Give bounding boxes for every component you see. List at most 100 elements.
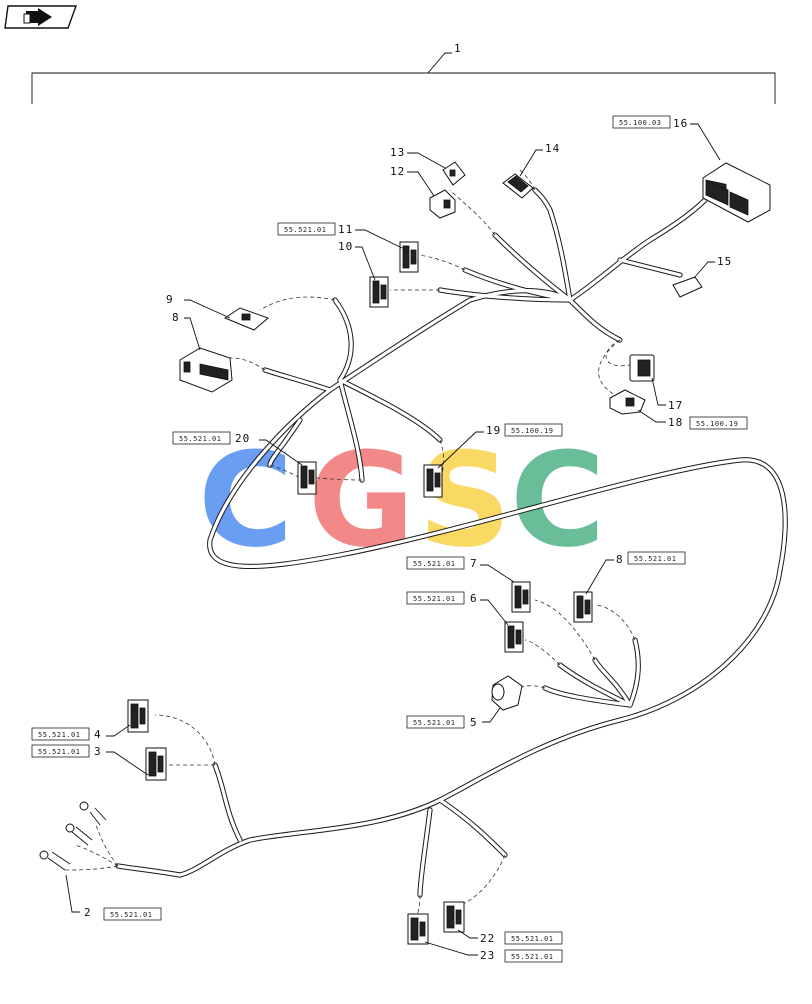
wire-segment-core xyxy=(593,658,632,707)
connector-8[interactable] xyxy=(573,591,593,623)
connector-16[interactable] xyxy=(702,162,771,223)
ref-box[interactable]: 55.521.01 xyxy=(406,556,465,570)
wire-segment-core xyxy=(263,368,332,392)
ref-text: 55.100.19 xyxy=(511,427,553,435)
callout-number: 18 xyxy=(668,416,683,429)
ref-text: 55.100.03 xyxy=(619,119,661,127)
wire-core xyxy=(116,188,787,897)
callout-number: 8 xyxy=(172,311,180,324)
ref-text: 55.100.19 xyxy=(696,420,738,428)
connector-7[interactable] xyxy=(511,581,531,613)
callout-number: 22 xyxy=(480,932,495,945)
ref-text: 55.521.01 xyxy=(511,953,553,961)
dashed-links xyxy=(64,169,721,921)
connector-19[interactable] xyxy=(609,389,646,415)
ref-box[interactable]: 55.521.01 xyxy=(277,222,336,236)
arrow-icon xyxy=(23,8,52,26)
ref-box[interactable]: 55.521.01 xyxy=(31,727,90,741)
callout-number: 7 xyxy=(470,557,478,570)
ref-box[interactable]: 55.521.01 xyxy=(504,949,563,963)
connector-4[interactable] xyxy=(127,699,149,733)
ref-box[interactable]: 55.521.01 xyxy=(504,931,563,945)
wire-segment-core xyxy=(463,268,572,302)
ref-box[interactable]: 55.521.01 xyxy=(406,715,465,729)
wire-segment-core xyxy=(628,638,640,707)
connector-2[interactable] xyxy=(39,801,107,871)
wire-segment-core xyxy=(116,864,182,877)
callout-number: 23 xyxy=(480,949,495,962)
nav-arrow-button[interactable] xyxy=(4,5,77,29)
ref-box[interactable]: 55.521.01 xyxy=(172,431,231,445)
connector-23[interactable] xyxy=(407,913,429,945)
callout-number: 2 xyxy=(84,906,92,919)
connector-3[interactable] xyxy=(145,747,167,781)
connector-10[interactable] xyxy=(223,307,269,331)
wire-segment-core xyxy=(418,808,432,897)
wire-segment-core xyxy=(543,686,632,707)
connector-20[interactable] xyxy=(423,464,443,498)
connector-14[interactable] xyxy=(442,161,466,186)
ref-box[interactable]: 55.521.01 xyxy=(31,744,90,758)
connectors xyxy=(39,161,771,945)
wire-segment-core xyxy=(338,378,442,442)
ref-text: 55.521.01 xyxy=(413,560,455,568)
callout-number: 5 xyxy=(470,716,478,729)
assembly-number: 1 xyxy=(454,42,462,55)
wire-segment-core xyxy=(438,288,572,302)
callout-number: 10 xyxy=(338,240,353,253)
ref-box[interactable]: 55.100.19 xyxy=(504,423,563,437)
wire-segment-core xyxy=(493,233,572,302)
connector-12[interactable] xyxy=(399,241,419,273)
connector-21[interactable] xyxy=(297,461,317,495)
ref-text: 55.521.01 xyxy=(179,435,221,443)
wire-segment-core xyxy=(338,378,364,482)
connector-17[interactable] xyxy=(672,276,703,298)
connector-6[interactable] xyxy=(504,621,524,653)
ref-text: 55.521.01 xyxy=(634,555,676,563)
wire-segment-core xyxy=(533,188,572,302)
wire-segment-core xyxy=(178,298,787,877)
callout-number: 16 xyxy=(673,117,688,130)
ref-text: 55.521.01 xyxy=(38,748,80,756)
ref-box[interactable]: 55.521.01 xyxy=(103,907,162,921)
wire-segment-core xyxy=(438,798,507,857)
callout-number: 11 xyxy=(338,223,353,236)
connector-13[interactable] xyxy=(429,189,456,219)
callout-number: 4 xyxy=(94,728,102,741)
callout-number: 9 xyxy=(166,293,174,306)
callout-number: 20 xyxy=(235,432,250,445)
callouts: 16 55.100.03 14 13 12 15 11 55.521.01 10 xyxy=(31,115,748,963)
connector-22[interactable] xyxy=(443,901,465,933)
wire-segment-core xyxy=(333,298,353,382)
callout-number: 17 xyxy=(668,399,683,412)
callout-number: 3 xyxy=(94,745,102,758)
watermark-letter: S xyxy=(418,424,512,576)
wire-segment-core xyxy=(568,198,707,302)
watermark: C G S C xyxy=(198,424,605,576)
callout-number: 12 xyxy=(390,165,405,178)
callout-number: 8 xyxy=(616,553,624,566)
callout-number: 19 xyxy=(486,424,501,437)
ref-text: 55.521.01 xyxy=(38,731,80,739)
wire-segment-core xyxy=(568,298,622,342)
wire-segment-core xyxy=(213,763,242,842)
connector-11[interactable] xyxy=(369,276,389,308)
ref-box[interactable]: 55.521.01 xyxy=(406,591,465,605)
connector-9[interactable] xyxy=(179,347,233,393)
connector-15[interactable] xyxy=(502,173,534,199)
connector-18[interactable] xyxy=(629,354,655,382)
ref-box[interactable]: 55.100.03 xyxy=(612,115,671,129)
ref-box[interactable]: 55.521.01 xyxy=(627,551,686,565)
callout-number: 15 xyxy=(717,255,732,268)
ref-box[interactable]: 55.100.19 xyxy=(689,416,748,430)
ref-text: 55.521.01 xyxy=(110,911,152,919)
ref-text: 55.521.01 xyxy=(413,595,455,603)
connector-5[interactable] xyxy=(491,675,523,711)
wire-segment-core xyxy=(558,663,632,707)
wire-segment-core xyxy=(618,258,682,277)
assembly-bracket: 1 xyxy=(31,42,776,104)
callout-number: 14 xyxy=(545,142,560,155)
wire-harness xyxy=(115,187,788,898)
callout-number: 13 xyxy=(390,146,405,159)
